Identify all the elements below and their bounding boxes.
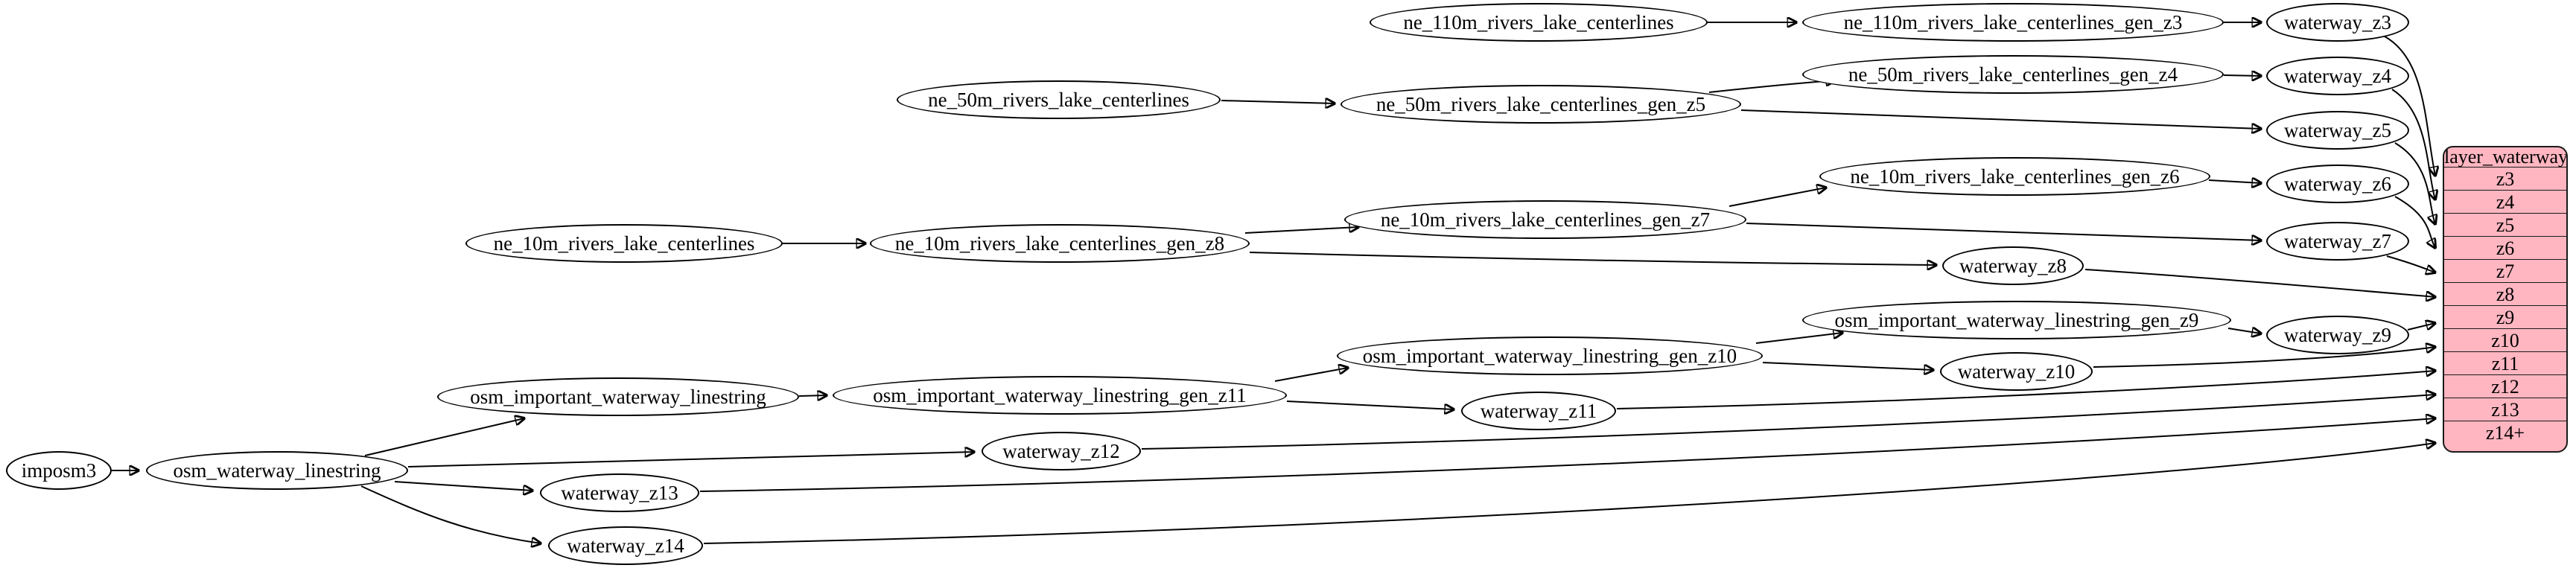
- edge-waterway_z11-to-record-z11: [1616, 371, 2435, 409]
- node-waterway-z14: waterway_z14: [548, 526, 703, 565]
- record-title: layer_waterway: [2444, 146, 2568, 167]
- record-row-z4: z4: [2444, 191, 2566, 214]
- node-osm-important-waterway-linestring: osm_important_waterway_linestring: [437, 377, 799, 416]
- node-waterway-z13: waterway_z13: [540, 473, 699, 512]
- node-ne-50m-rivers-lake-centerlines-gen-z5: ne_50m_rivers_lake_centerlines_gen_z5: [1341, 85, 1741, 124]
- node-osm-important-waterway-linestring-gen-z10: osm_important_waterway_linestring_gen_z1…: [1337, 336, 1763, 375]
- edge-osm_important_waterway_linestring-to-gen_z11: [798, 395, 827, 396]
- edge-gen_z11-to-waterway_z11: [1286, 401, 1454, 409]
- edge-waterway_z7-to-record-z7: [2386, 255, 2435, 272]
- edge-osm_waterway_linestring-to-osm_important_waterway_linestring: [364, 418, 524, 456]
- edge-gen_z5-to-waterway_z5: [1740, 109, 2261, 129]
- record-row-z12: z12: [2444, 375, 2566, 398]
- edge-gen_z8-to-waterway_z8: [1249, 252, 1936, 265]
- edge-gen_z10-to-waterway_z10: [1762, 362, 1933, 370]
- node-waterway-z7: waterway_z7: [2266, 222, 2409, 261]
- edge-osm_waterway_linestring-to-waterway_z12: [407, 452, 974, 468]
- edge-waterway_z5-to-record-z5: [2394, 142, 2435, 224]
- node-ne-10m-rivers-lake-centerlines-gen-z8: ne_10m_rivers_lake_centerlines_gen_z8: [870, 224, 1250, 263]
- edge-waterway_z14-to-record-z14plus: [703, 443, 2435, 544]
- node-waterway-z5: waterway_z5: [2266, 111, 2409, 150]
- node-osm-important-waterway-linestring-gen-z11: osm_important_waterway_linestring_gen_z1…: [833, 376, 1287, 415]
- layer-waterway-record: layer_waterway z3 z4 z5 z6 z7 z8 z9 z10 …: [2443, 146, 2568, 453]
- edge-gen_z6-to-waterway_z6: [2208, 180, 2261, 183]
- edge-gen_z11-to-gen_z10: [1274, 368, 1348, 382]
- edge-gen_z4-to-waterway_z4: [2223, 75, 2261, 76]
- edge-osm_waterway_linestring-to-waterway_z14: [360, 485, 541, 543]
- node-ne-110m-rivers-lake-centerlines-gen-z3: ne_110m_rivers_lake_centerlines_gen_z3: [1802, 3, 2224, 42]
- edge-waterway_z4-to-record-z4: [2391, 89, 2435, 200]
- node-waterway-z8: waterway_z8: [1942, 246, 2084, 285]
- node-ne-50m-rivers-lake-centerlines-gen-z4: ne_50m_rivers_lake_centerlines_gen_z4: [1802, 55, 2224, 94]
- edge-waterway_z6-to-record-z6: [2394, 196, 2435, 248]
- node-osm-important-waterway-linestring-gen-z9: osm_important_waterway_linestring_gen_z9: [1802, 301, 2231, 339]
- node-waterway-z12: waterway_z12: [982, 432, 1141, 470]
- edge-gen_z7-to-gen_z6: [1729, 188, 1826, 207]
- node-ne-50m-rivers-lake-centerlines: ne_50m_rivers_lake_centerlines: [897, 80, 1221, 119]
- node-waterway-z11: waterway_z11: [1461, 392, 1616, 430]
- record-row-z9: z9: [2444, 306, 2566, 329]
- edge-waterway_z12-to-record-z12: [1141, 395, 2435, 450]
- record-row-z8: z8: [2444, 283, 2566, 306]
- record-row-z10: z10: [2444, 329, 2566, 352]
- edge-waterway_z9-to-record-z9: [2407, 323, 2435, 331]
- record-row-z11: z11: [2444, 352, 2566, 375]
- edge-waterway_z8-to-record-z8: [2084, 269, 2435, 297]
- node-ne-10m-rivers-lake-centerlines-gen-z6: ne_10m_rivers_lake_centerlines_gen_z6: [1819, 157, 2210, 196]
- record-row-z6: z6: [2444, 237, 2566, 260]
- record-row-z5: z5: [2444, 214, 2566, 237]
- record-row-z7: z7: [2444, 260, 2566, 283]
- edge-waterway_z3-to-record-z3: [2384, 36, 2435, 176]
- edge-waterway_z13-to-record-z13: [699, 418, 2435, 492]
- node-ne-10m-rivers-lake-centerlines-gen-z7: ne_10m_rivers_lake_centerlines_gen_z7: [1344, 200, 1746, 239]
- node-waterway-z3: waterway_z3: [2266, 3, 2409, 42]
- node-osm-waterway-linestring: osm_waterway_linestring: [146, 451, 408, 490]
- node-waterway-z10: waterway_z10: [1940, 352, 2093, 391]
- node-imposm3: imposm3: [6, 451, 112, 490]
- edge-gen_z8-to-gen_z7: [1244, 227, 1358, 234]
- edge-gen_z5-to-gen_z4: [1708, 80, 1835, 93]
- edge-gen_z10-to-gen_z9: [1755, 333, 1842, 344]
- edge-waterway_z10-to-record-z10: [2093, 347, 2435, 368]
- record-row-z14plus: z14+: [2485, 422, 2525, 444]
- node-ne-10m-rivers-lake-centerlines: ne_10m_rivers_lake_centerlines: [465, 224, 783, 263]
- node-waterway-z4: waterway_z4: [2266, 57, 2409, 95]
- record-row-z3: z3: [2444, 167, 2566, 191]
- record-row-z13: z13: [2444, 398, 2566, 421]
- edge-ne_50m-to-gen_z5: [1221, 100, 1335, 103]
- edge-gen_z7-to-waterway_z7: [1746, 223, 2261, 240]
- edge-osm_waterway_linestring-to-waterway_z13: [394, 481, 532, 491]
- node-waterway-z6: waterway_z6: [2266, 165, 2409, 203]
- edge-gen_z9-to-waterway_z9: [2227, 328, 2261, 334]
- node-ne-110m-rivers-lake-centerlines: ne_110m_rivers_lake_centerlines: [1370, 3, 1708, 42]
- node-waterway-z9: waterway_z9: [2266, 316, 2409, 354]
